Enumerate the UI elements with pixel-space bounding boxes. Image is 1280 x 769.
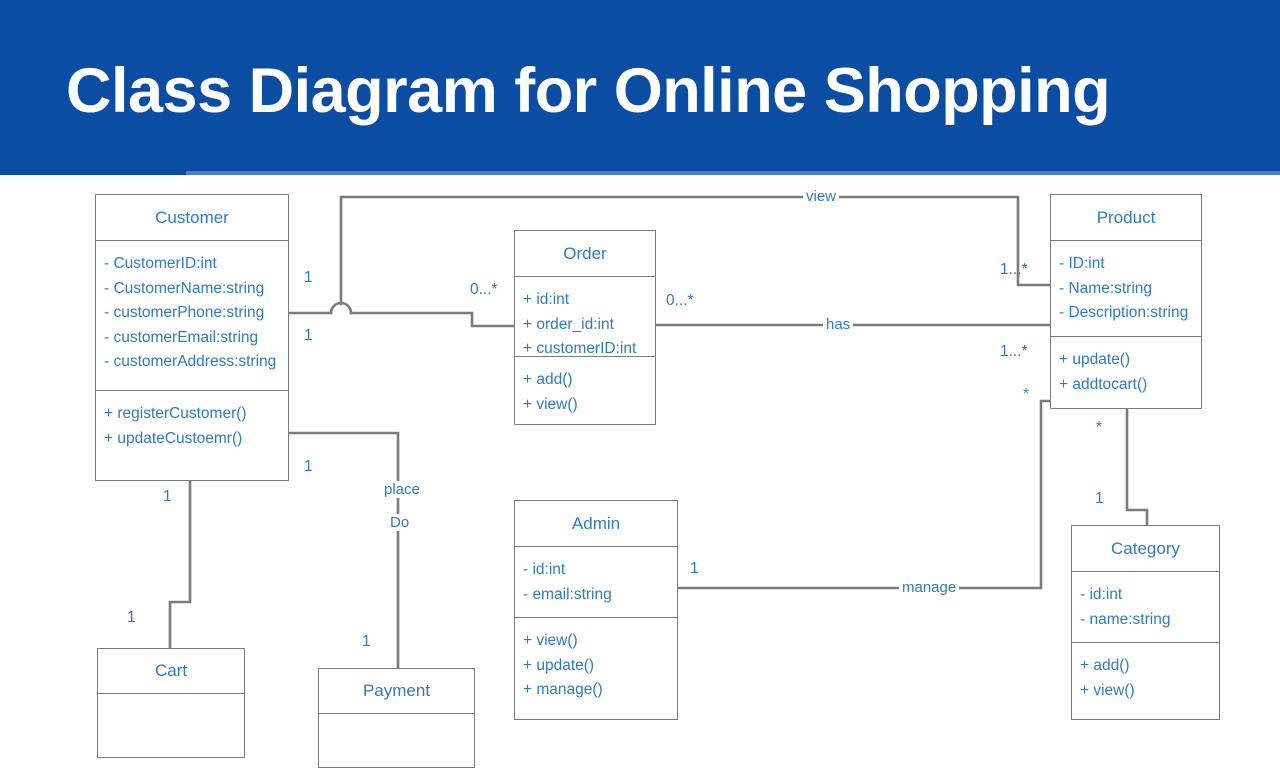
- multiplicity-customer-cart: 1: [163, 488, 172, 505]
- class-title-order: Order: [515, 231, 655, 277]
- multiplicity-customer-view: 1: [304, 269, 313, 286]
- class-attributes-category: - id:int - name:string: [1072, 572, 1219, 643]
- method: + view(): [523, 395, 578, 413]
- method: + view(): [523, 632, 578, 649]
- attribute: - customerAddress:string: [104, 353, 277, 371]
- relationship-edge-layer: [168, 195, 1149, 670]
- edge-place: [287, 311, 516, 328]
- line-hop-arc: [329, 301, 353, 315]
- class-title-category: Category: [1072, 526, 1219, 572]
- edge-label-do: Do: [387, 514, 413, 531]
- multiplicity-order-has: 0...*: [666, 292, 694, 309]
- attribute: + id:int: [523, 291, 570, 308]
- method: + updateCustoemr(): [104, 429, 243, 447]
- class-attributes-cart: [98, 694, 244, 759]
- edge-customer-cart: [168, 479, 192, 650]
- class-title-payment: Payment: [319, 669, 474, 714]
- multiplicity-cart: 1: [127, 609, 136, 626]
- attribute: - id:int: [1080, 586, 1123, 603]
- class-title-cart: Cart: [98, 649, 244, 694]
- multiplicity-product-view: 1...*: [1000, 261, 1028, 278]
- title-banner: [0, 0, 1280, 175]
- method: + registerCustomer(): [104, 405, 247, 422]
- class-box-category[interactable]: Category - id:int - name:string + add() …: [1071, 525, 1220, 720]
- attribute: - Name:string: [1059, 279, 1153, 297]
- multiplicity-customer-place: 1: [304, 327, 313, 344]
- class-box-product[interactable]: Product - ID:int - Name:string - Descrip…: [1050, 194, 1202, 409]
- method: + view(): [1080, 681, 1135, 699]
- class-box-order[interactable]: Order + id:int + order_id:int + customer…: [514, 230, 656, 425]
- class-methods-admin: + view() + update() + manage(): [515, 618, 677, 719]
- attribute: - name:string: [1080, 610, 1171, 628]
- multiplicity-product-category: *: [1096, 419, 1103, 436]
- class-methods-customer: + registerCustomer() + updateCustoemr(): [96, 391, 288, 482]
- edge-label-view: view: [803, 188, 840, 205]
- edge-manage: [676, 399, 1052, 590]
- edge-label-manage: manage: [899, 579, 960, 596]
- method: + addtocart(): [1059, 375, 1148, 393]
- edge-label-place: place: [381, 481, 423, 498]
- multiplicity-payment: 1: [362, 633, 371, 650]
- class-methods-product: + update() + addtocart(): [1051, 337, 1201, 408]
- multiplicity-category: 1: [1095, 490, 1104, 507]
- class-attributes-admin: - id:int - email:string: [515, 547, 677, 618]
- class-attributes-payment: [319, 714, 474, 769]
- attribute: + order_id:int: [523, 315, 614, 333]
- class-box-admin[interactable]: Admin - id:int - email:string + view() +…: [514, 500, 678, 720]
- edge-label-has: has: [823, 316, 854, 333]
- class-methods-order: + add() + view(): [515, 357, 655, 426]
- banner-underline: [186, 171, 1280, 175]
- class-attributes-customer: - CustomerID:int - CustomerName:string -…: [96, 241, 288, 391]
- attribute: - id:int: [523, 561, 566, 578]
- class-attributes-product: - ID:int - Name:string - Description:str…: [1051, 241, 1201, 337]
- class-box-payment[interactable]: Payment: [318, 668, 475, 768]
- multiplicity-product-manage: *: [1023, 386, 1030, 403]
- attribute: - customerEmail:string: [104, 328, 259, 346]
- method: + add(): [1080, 657, 1130, 674]
- attribute: - CustomerName:string: [104, 279, 265, 297]
- attribute: - email:string: [523, 585, 612, 603]
- method: + update(): [1059, 351, 1131, 368]
- attribute: - ID:int: [1059, 255, 1105, 272]
- class-methods-category: + add() + view(): [1072, 643, 1219, 721]
- multiplicity-product-has: 1...*: [1000, 343, 1028, 360]
- class-box-customer[interactable]: Customer - CustomerID:int - CustomerName…: [95, 194, 289, 481]
- attribute: - customerPhone:string: [104, 304, 265, 322]
- method: + update(): [523, 656, 595, 674]
- attribute: - CustomerID:int: [104, 255, 217, 272]
- page-title: Class Diagram for Online Shopping: [66, 56, 1111, 126]
- method: + add(): [523, 371, 573, 388]
- class-title-customer: Customer: [96, 195, 288, 241]
- attribute: + customerID:int: [523, 340, 637, 358]
- multiplicity-admin-manage: 1: [690, 560, 699, 577]
- edge-product-category: [1125, 406, 1149, 528]
- attribute: - Description:string: [1059, 304, 1189, 322]
- diagram-canvas: Customer - CustomerID:int - CustomerName…: [0, 175, 1280, 768]
- class-box-cart[interactable]: Cart: [97, 648, 245, 758]
- class-attributes-order: + id:int + order_id:int + customerID:int: [515, 277, 655, 357]
- class-title-admin: Admin: [515, 501, 677, 547]
- edge-do: [287, 431, 400, 670]
- multiplicity-order-place: 0...*: [470, 281, 498, 298]
- class-title-product: Product: [1051, 195, 1201, 241]
- multiplicity-customer-do: 1: [304, 458, 313, 475]
- method: + manage(): [523, 681, 603, 699]
- edge-view: [339, 195, 1052, 306]
